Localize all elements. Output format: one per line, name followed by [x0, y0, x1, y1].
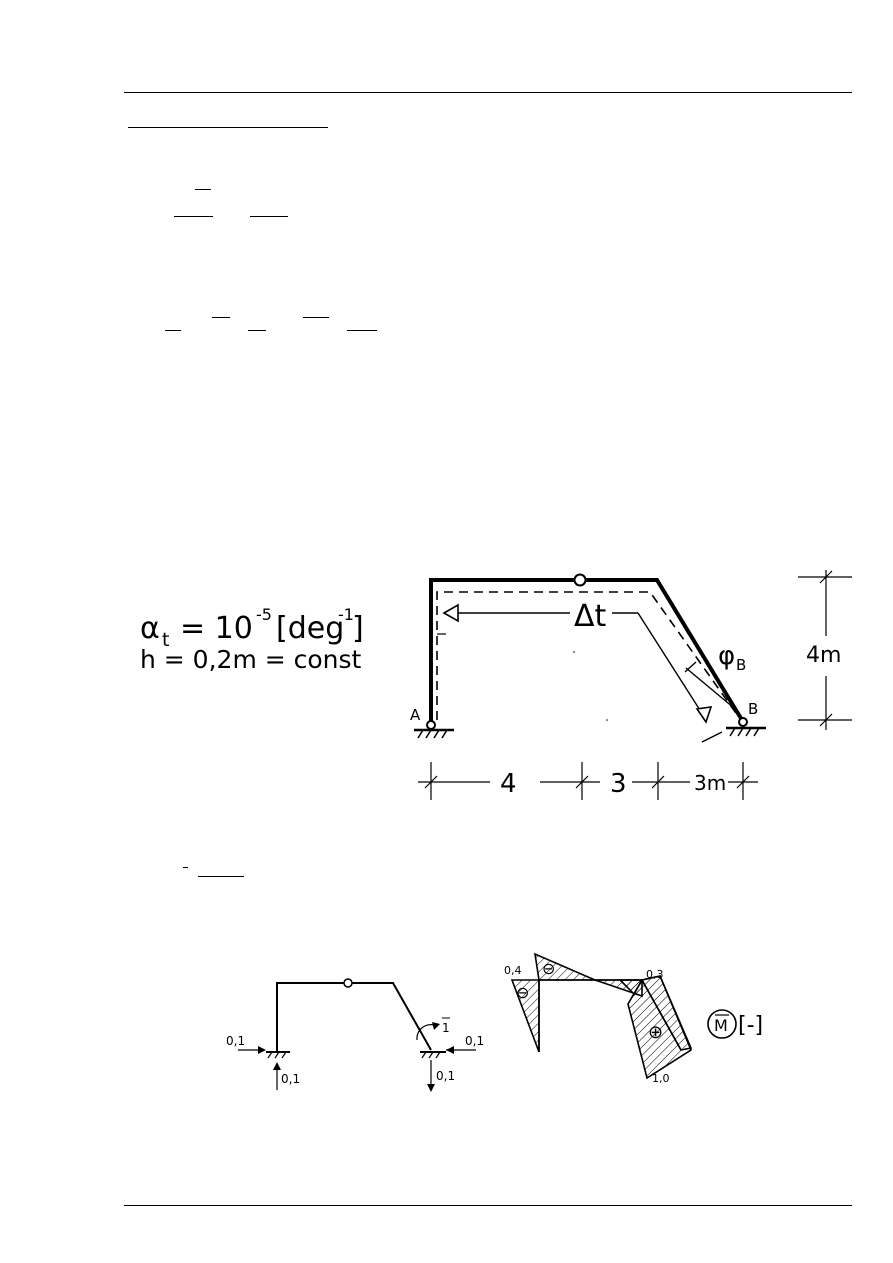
unit-hinge — [343, 978, 353, 988]
value-right-top: 0,3 — [646, 968, 664, 981]
formula-bar — [174, 216, 213, 217]
given-data: α t = 10 -5 [deg -1 ] h = 0,2m = const — [140, 605, 364, 674]
reaction-v-right-label: 0,1 — [436, 1069, 455, 1083]
alpha-unit-exponent: -1 — [338, 605, 354, 624]
phi-b-arrow — [685, 667, 735, 709]
height-label: 4m — [806, 643, 841, 668]
moment-diagram: ⊖ ⊖ ⊕ 0,4 0,3 1,0 M [-] — [504, 952, 763, 1085]
height-dimension: 4m — [798, 570, 852, 730]
moment-label: M — [714, 1016, 728, 1035]
unit-moment-label: 1 — [442, 1021, 450, 1035]
section-title-underline — [128, 127, 328, 128]
value-bottom: 1,0 — [652, 1072, 670, 1085]
section-height-line: h = 0,2m = const — [140, 645, 362, 674]
alpha-symbol: α — [140, 611, 160, 646]
formula-bar — [198, 876, 244, 877]
heated-fibre-line — [436, 591, 739, 720]
dim-label-3: 3m — [694, 771, 726, 795]
delta-t-label: Δt — [574, 599, 607, 634]
reaction-v-left-label: 0,1 — [281, 1072, 300, 1086]
unit-load-diagram: 0,1 0,1 1 0,1 0,1 — [226, 978, 484, 1092]
phi-subscript: B — [736, 656, 746, 674]
reaction-h-left-label: 0,1 — [226, 1034, 245, 1048]
formula-bar — [248, 330, 266, 331]
dim-label-2: 3 — [610, 769, 627, 799]
sign-plus-inclined: ⊕ — [648, 1022, 663, 1043]
formula-bar — [347, 330, 377, 331]
support-a — [414, 720, 454, 739]
alpha-unit-close: ] — [352, 611, 364, 646]
alpha-unit: [deg — [276, 611, 344, 646]
formula-bar — [303, 317, 329, 318]
moment-unit: [-] — [738, 1013, 763, 1038]
formula-bar — [250, 216, 288, 217]
value-left: 0,4 — [504, 964, 522, 977]
sign-minus-left: ⊖ — [516, 983, 529, 1002]
hinge — [573, 573, 587, 587]
support-b — [726, 717, 766, 737]
formula-bar — [212, 317, 230, 318]
alpha-exponent: -5 — [256, 605, 272, 624]
formula-bar — [165, 330, 181, 331]
moment-area-beam-neg — [533, 952, 596, 981]
support-a-label: A — [410, 706, 421, 724]
alpha-value: = 10 — [180, 611, 253, 646]
phi-symbol: φ — [718, 641, 735, 671]
support-b-label: B — [748, 700, 758, 718]
dim-label-1: 4 — [500, 769, 517, 799]
frame-members — [429, 578, 744, 722]
formula-bar — [183, 867, 188, 868]
sign-minus-beam: ⊖ — [542, 959, 555, 978]
footer-rule — [124, 1205, 852, 1206]
span-dimension: 4 3 3m — [418, 762, 758, 800]
alpha-subscript: t — [162, 629, 169, 651]
formula-bar — [195, 189, 211, 190]
header-rule — [124, 92, 852, 93]
frame-diagram: Δt φ B A B — [410, 570, 852, 800]
reaction-h-right-label: 0,1 — [465, 1034, 484, 1048]
unit-frame-members — [276, 982, 432, 1052]
moment-area-left — [510, 979, 540, 1053]
